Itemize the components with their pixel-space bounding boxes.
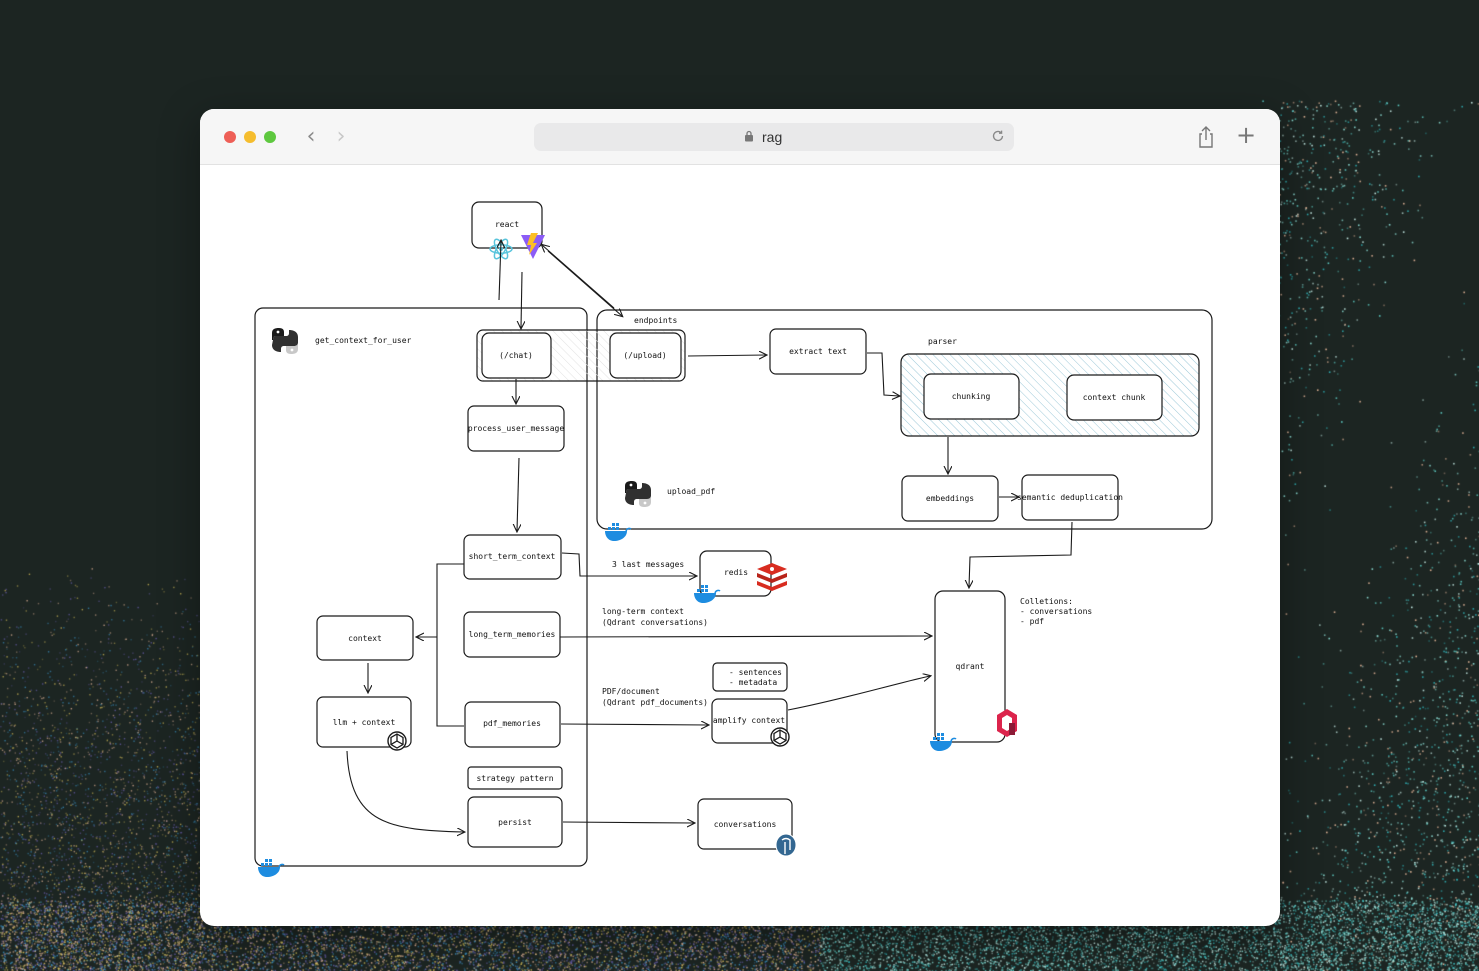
- llm-context-label: llm + context: [333, 718, 396, 727]
- persist-label: persist: [498, 818, 532, 827]
- endpoints-label: endpoints: [634, 316, 678, 325]
- chat-endpoint-box[interactable]: [481, 332, 552, 379]
- get-context-container: [254, 307, 588, 867]
- long-term-label-1: long-term context: [602, 607, 684, 616]
- context-label: context: [348, 634, 382, 643]
- lock-icon: [745, 130, 753, 142]
- extract-text-box[interactable]: [769, 328, 867, 375]
- amplify-context-box[interactable]: [711, 698, 788, 744]
- pdf-memories-label: pdf_memories: [483, 719, 541, 728]
- collections-label-1: Colletions:: [1020, 597, 1073, 606]
- extract-text-label: extract text: [789, 347, 847, 356]
- long-term-memories-label: long_term_memories: [469, 630, 556, 639]
- long-term-label-2: (Qdrant conversations): [602, 618, 708, 627]
- process-user-message-box[interactable]: [467, 405, 565, 452]
- pdf-label-1: PDF/document: [602, 687, 660, 696]
- close-window-button[interactable]: [224, 131, 236, 143]
- strategy-pattern-label: strategy pattern: [476, 774, 553, 783]
- docker-icon: [604, 522, 632, 542]
- qdrant-icon: [997, 709, 1017, 737]
- browser-window: ‹ › rag +: [200, 109, 1280, 926]
- pdf-label-2: (Qdrant pdf_documents): [602, 698, 708, 707]
- maximize-window-button[interactable]: [264, 131, 276, 143]
- react-label: react: [495, 220, 519, 229]
- sentences-label: - sentences: [729, 668, 782, 677]
- semantic-dedup-label: semantic deduplication: [1017, 493, 1123, 502]
- redis-label: redis: [724, 568, 748, 577]
- address-text: rag: [762, 129, 783, 145]
- browser-titlebar: ‹ › rag +: [200, 109, 1280, 165]
- upload-container: [596, 309, 1213, 530]
- last-messages-label: 3 last messages: [612, 560, 684, 569]
- share-icon[interactable]: [1196, 125, 1216, 149]
- chunking-label: chunking: [952, 392, 991, 401]
- address-bar[interactable]: rag: [534, 123, 1014, 151]
- persist-box[interactable]: [467, 796, 563, 848]
- docker-icon: [257, 858, 285, 878]
- minimize-window-button[interactable]: [244, 131, 256, 143]
- context-box[interactable]: [316, 615, 414, 661]
- context-chunk-box[interactable]: [1066, 374, 1163, 421]
- semantic-dedup-box[interactable]: [1021, 474, 1119, 521]
- python-icon: [625, 481, 651, 507]
- upload-endpoint-box[interactable]: [609, 332, 682, 379]
- long-term-memories-box[interactable]: [463, 611, 561, 658]
- process-user-message-label: process_user_message: [468, 424, 565, 433]
- connectors: [346, 241, 1073, 832]
- upload-pdf-label: upload_pdf: [667, 487, 715, 496]
- short-term-context-box[interactable]: [463, 534, 562, 580]
- back-arrow-icon[interactable]: ‹: [306, 124, 316, 149]
- forward-arrow-icon[interactable]: ›: [336, 124, 346, 149]
- reload-icon[interactable]: [990, 128, 1006, 144]
- diagram-canvas: react (/chat) (/upload) endpoints get_co…: [254, 201, 1213, 878]
- chunking-box[interactable]: [923, 373, 1020, 420]
- strategy-pattern-box: [467, 766, 563, 790]
- short-term-context-label: short_term_context: [469, 552, 556, 561]
- sentences-metadata-box: [712, 662, 788, 692]
- metadata-label: - metadata: [729, 678, 777, 687]
- embeddings-box[interactable]: [901, 475, 999, 522]
- get-context-label: get_context_for_user: [315, 336, 412, 345]
- vite-icon: [521, 233, 545, 259]
- openai-icon: [387, 731, 407, 751]
- new-tab-plus-icon[interactable]: +: [1235, 121, 1257, 149]
- amplify-context-label: amplify context: [713, 716, 785, 725]
- chat-label: (/chat): [499, 351, 533, 360]
- upload-label: (/upload): [623, 351, 666, 360]
- collections-label-3: - pdf: [1020, 617, 1044, 626]
- conversations-label: conversations: [714, 820, 777, 829]
- collections-label-2: - conversations: [1020, 607, 1092, 616]
- llm-context-box[interactable]: [316, 696, 412, 748]
- postgres-icon: [775, 833, 797, 857]
- openai-icon: [770, 727, 790, 747]
- conversations-box[interactable]: [697, 798, 793, 850]
- parser-label: parser: [928, 337, 957, 346]
- python-icon: [272, 328, 298, 354]
- context-chunk-label: context chunk: [1083, 393, 1146, 402]
- qdrant-box[interactable]: [934, 590, 1006, 743]
- qdrant-label: qdrant: [956, 662, 985, 671]
- redis-icon: [757, 563, 787, 591]
- embeddings-label: embeddings: [926, 494, 974, 503]
- pdf-memories-box[interactable]: [464, 701, 561, 748]
